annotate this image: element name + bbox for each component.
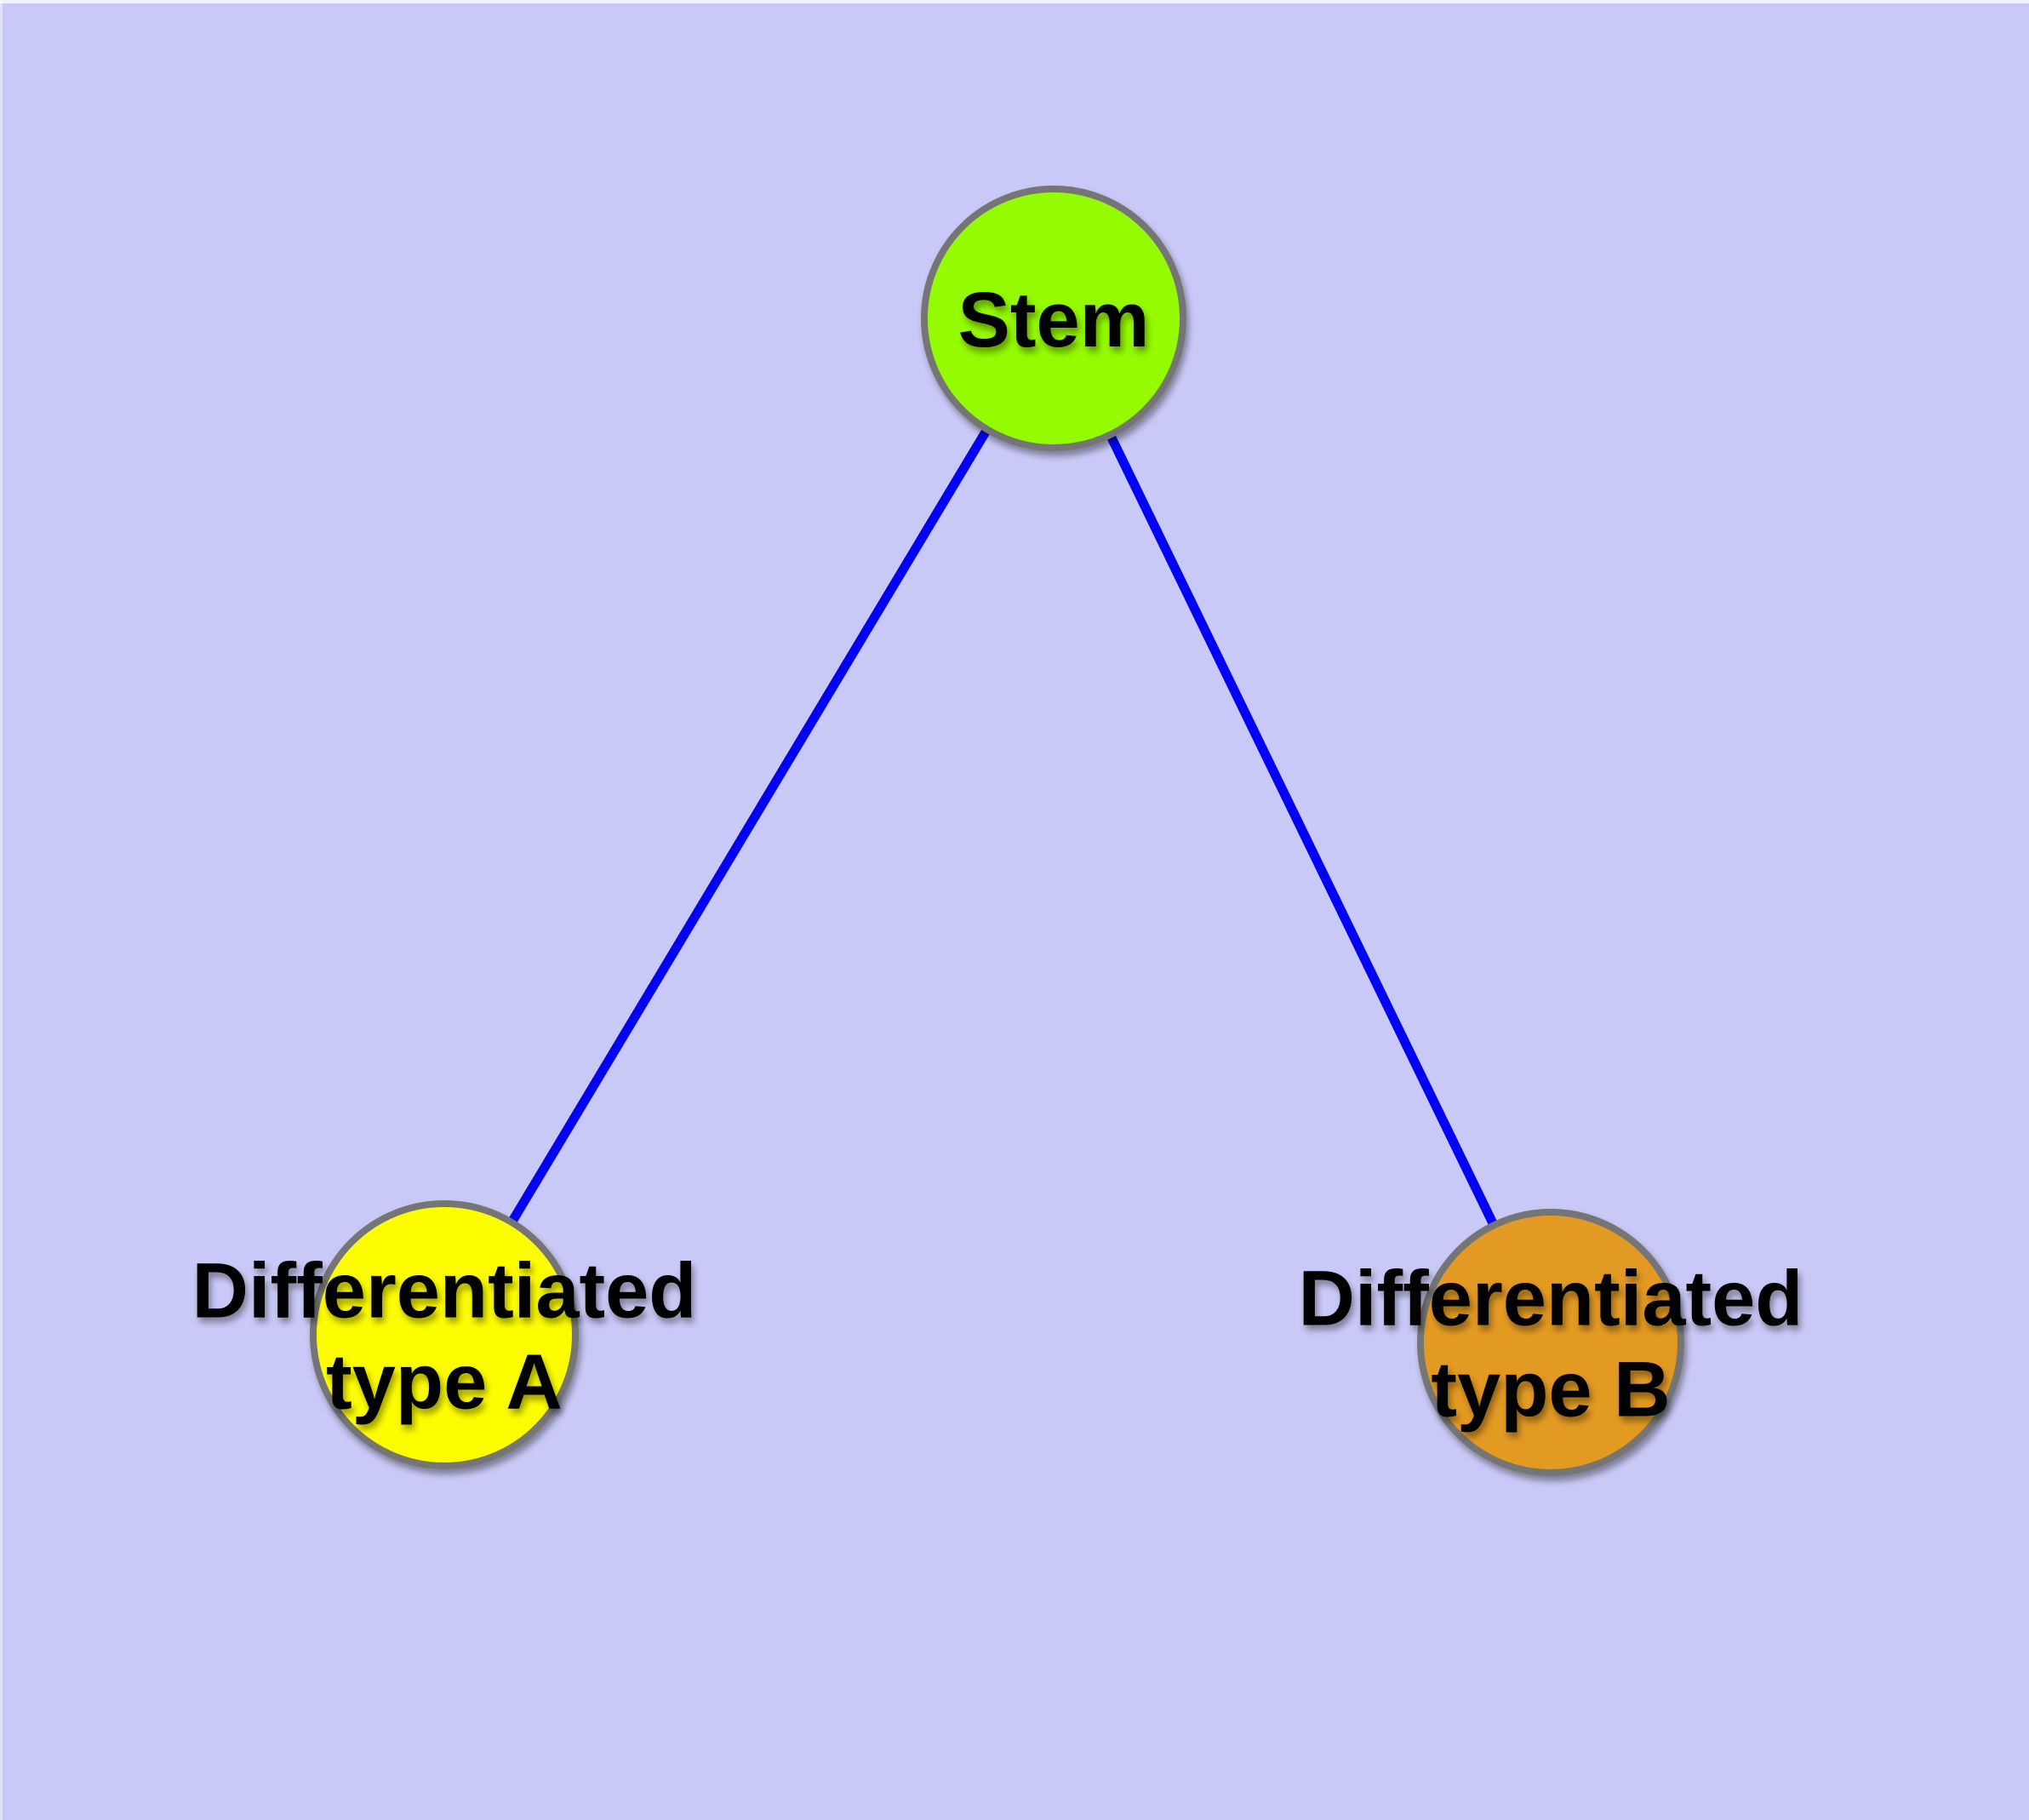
node-circle-differentiated-type-a [310, 1200, 579, 1469]
node-label-line-differentiated-type-b-0: Differentiated [1299, 1256, 1803, 1342]
node-circle-stem [921, 186, 1186, 451]
edge-stem-to-differentiated-type-a [440, 316, 1058, 1337]
node-label-line-differentiated-type-a-1: type A [326, 1339, 563, 1426]
node-circle-differentiated-type-b [1417, 1209, 1684, 1476]
nodes-layer [310, 186, 1684, 1476]
node-label-line-stem-0: Stem [958, 277, 1150, 363]
node-label-stem: Stem [958, 277, 1150, 363]
edge-stem-to-differentiated-type-b [1049, 316, 1555, 1345]
node-label-line-differentiated-type-b-1: type B [1431, 1347, 1670, 1434]
node-label-line-differentiated-type-a-0: Differentiated [192, 1248, 697, 1335]
edges-layer [440, 316, 1555, 1345]
